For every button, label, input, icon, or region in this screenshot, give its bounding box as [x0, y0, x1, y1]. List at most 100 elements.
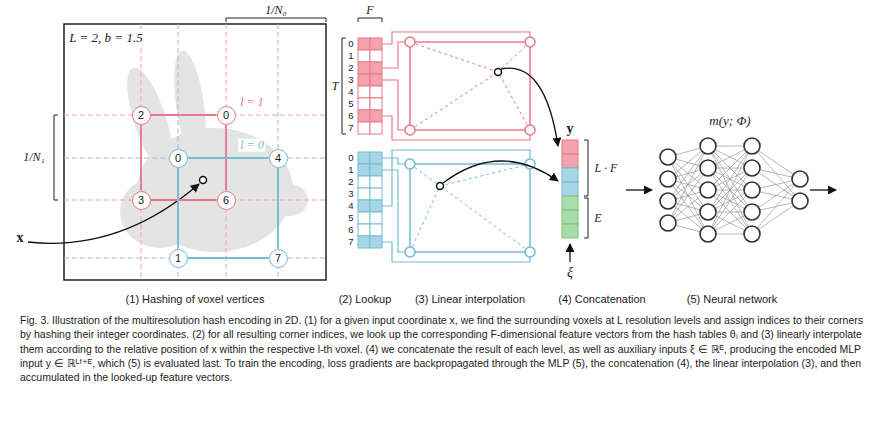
corner-index: 6 [223, 195, 229, 206]
corner-index: 0 [175, 153, 181, 164]
table-index: 4 [348, 87, 353, 97]
neuron [660, 149, 676, 165]
corner-marker [525, 247, 535, 257]
neuron [744, 204, 760, 220]
corner-index-circle: 4 [269, 149, 288, 168]
vector-cell [562, 154, 578, 168]
resolution-dimension: 1/N₁ [23, 151, 45, 164]
hash-tables [358, 38, 382, 248]
level-tag: l = 0 [238, 139, 265, 152]
table-index: 6 [348, 225, 353, 235]
neuron [744, 226, 760, 242]
weight-line [440, 186, 530, 252]
table-size-bracket [342, 38, 346, 134]
feature-arrow [443, 161, 558, 183]
table-cell [370, 164, 382, 176]
corner-marker [525, 37, 535, 47]
table-index: 3 [348, 189, 353, 199]
table-index: 5 [348, 99, 353, 109]
table-cell [370, 122, 382, 134]
aux-bracket [584, 198, 588, 238]
table-cell [358, 212, 370, 224]
corner-index: 4 [275, 153, 281, 164]
table-index: 6 [348, 111, 353, 121]
corner-index-circle: 6 [217, 191, 236, 210]
corner-index-circle: 0 [217, 106, 236, 125]
table-index: 3 [348, 75, 353, 85]
neuron [700, 204, 716, 220]
network-name: m(y; Φ) [709, 114, 750, 128]
weight-link [708, 168, 752, 234]
neuron [700, 160, 716, 176]
interpolation-cell [405, 37, 535, 135]
corner-index: 0 [223, 110, 229, 121]
neuron [744, 160, 760, 176]
dimension-bracket [226, 18, 326, 22]
table-index: 5 [348, 213, 353, 223]
corner-marker [405, 247, 415, 257]
feature-bracket [358, 18, 382, 22]
encoded-input: y [567, 122, 574, 137]
sample-point [495, 69, 502, 76]
corner-marker [405, 159, 415, 169]
neuron [744, 182, 760, 198]
table-cell [370, 110, 382, 122]
corner-index-circle: 1 [169, 249, 188, 268]
weight-line [410, 186, 440, 252]
aux-input-arrow [569, 244, 570, 262]
table-size: T [332, 80, 339, 93]
corner-markers [405, 159, 535, 257]
coarse-grid [64, 24, 326, 280]
neuron [792, 193, 808, 209]
feature-arrow [501, 68, 558, 146]
weight-link [708, 146, 752, 212]
weight-link [708, 168, 752, 234]
panel-caption: (4) Concatenation [558, 294, 645, 306]
table-cell [358, 122, 370, 134]
grid-line [141, 24, 142, 280]
sample-point [437, 183, 444, 190]
neuron [660, 193, 676, 209]
table-cell [370, 98, 382, 110]
level-parameters: L = 2, b = 1.5 [67, 31, 144, 45]
voxel-edge [151, 114, 217, 116]
voxel-edge [188, 157, 269, 159]
vector-cell [562, 224, 578, 238]
table-index: 1 [348, 165, 353, 175]
figure-caption: Fig. 3. Illustration of the multiresolut… [20, 313, 866, 384]
table-cell [370, 38, 382, 50]
corner-index: 1 [175, 253, 181, 264]
table-cell [358, 86, 370, 98]
corner-index: 2 [138, 110, 144, 121]
level-tag: l = 1 [238, 96, 265, 109]
table-cell [358, 200, 370, 212]
table-index: 2 [348, 63, 353, 73]
neuron [744, 138, 760, 154]
input-arrow [28, 184, 199, 243]
table-index: 0 [348, 39, 353, 49]
voxel-edge [140, 125, 142, 191]
grid-frame [64, 24, 326, 280]
interp-weights [410, 164, 530, 252]
corner-index-circle: 7 [269, 249, 288, 268]
neural-network [660, 138, 808, 242]
vector-cell [562, 182, 578, 196]
mlp-output-arrow [810, 189, 836, 190]
voxel-edge [188, 257, 269, 259]
corner-index-circle: 3 [132, 191, 151, 210]
neuron [700, 182, 716, 198]
level-bracket [584, 140, 588, 196]
neuron [700, 226, 716, 242]
table-index: 0 [348, 153, 353, 163]
weight-line [410, 42, 498, 72]
table-cell [358, 152, 370, 164]
table-cell [358, 236, 370, 248]
table-index: 1 [348, 51, 353, 61]
panel-caption: (1) Hashing of voxel vertices [126, 294, 265, 306]
corner-markers [405, 37, 535, 135]
aux-size: E [594, 212, 601, 225]
panel-caption: (5) Neural network [687, 294, 777, 306]
feature-dimension: F [366, 4, 373, 17]
voxel-edge [151, 199, 217, 201]
lookup-wire [382, 116, 530, 140]
